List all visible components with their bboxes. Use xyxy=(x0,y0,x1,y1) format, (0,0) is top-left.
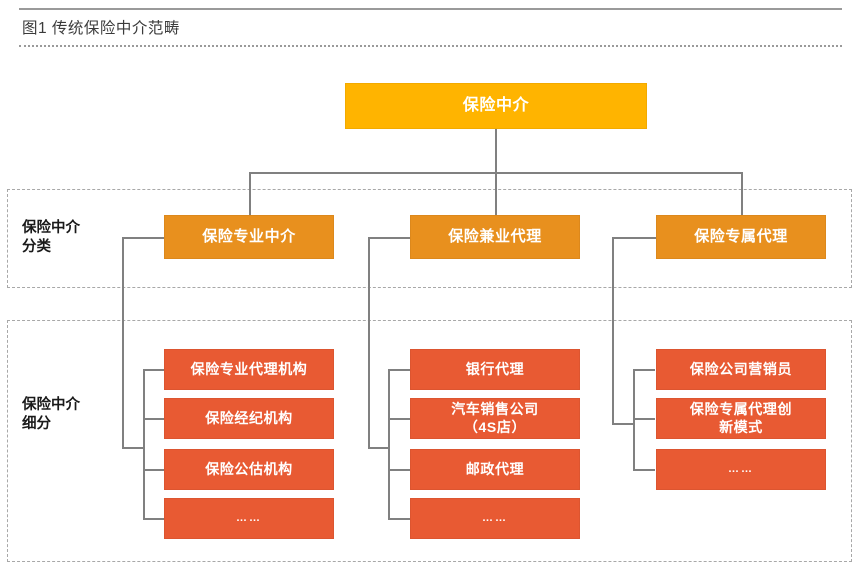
leaf-b2-3[interactable]: 邮政代理 xyxy=(410,449,580,490)
title-rule-dotted xyxy=(19,45,842,47)
leaf-b3-2[interactable]: 保险专属代理创 新模式 xyxy=(656,398,826,439)
title-rule-top xyxy=(19,8,842,10)
band-label-classification: 保险中介 分类 xyxy=(22,220,80,255)
connector-b2-trunk xyxy=(368,237,370,448)
connector-drop-branch-3 xyxy=(741,172,743,215)
connector-b2-exit xyxy=(368,237,410,239)
connector-b3-trunk-join xyxy=(612,423,634,425)
leaf-b1-3[interactable]: 保险公估机构 xyxy=(164,449,334,490)
band-label-subdivision: 保险中介 细分 xyxy=(22,397,80,432)
leaf-b2-2[interactable]: 汽车销售公司 （4S店） xyxy=(410,398,580,439)
node-branch-3[interactable]: 保险专属代理 xyxy=(656,215,826,259)
connector-b2-stub-3 xyxy=(388,469,410,471)
figure-title: 图1 传统保险中介范畴 xyxy=(22,20,180,37)
node-root[interactable]: 保险中介 xyxy=(345,83,647,129)
connector-b1-trunk xyxy=(122,237,124,448)
connector-b3-stub-1 xyxy=(633,369,655,371)
connector-b3-trunk xyxy=(612,237,614,424)
connector-drop-branch-2 xyxy=(495,172,497,215)
connector-b1-stub-4 xyxy=(143,518,165,520)
connector-b1-trunk-join xyxy=(122,447,144,449)
connector-b1-exit xyxy=(122,237,164,239)
leaf-b3-3-ellipsis[interactable]: …… xyxy=(656,449,826,490)
leaf-b2-4-ellipsis[interactable]: …… xyxy=(410,498,580,539)
leaf-b1-2[interactable]: 保险经纪机构 xyxy=(164,398,334,439)
connector-b3-exit xyxy=(612,237,656,239)
connector-b2-stub-1 xyxy=(388,369,410,371)
leaf-b3-1[interactable]: 保险公司营销员 xyxy=(656,349,826,390)
node-branch-2[interactable]: 保险兼业代理 xyxy=(410,215,580,259)
band-classification xyxy=(7,189,852,288)
leaf-b1-4-ellipsis[interactable]: …… xyxy=(164,498,334,539)
connector-b3-stub-2 xyxy=(633,418,655,420)
connector-b1-spine xyxy=(143,369,145,518)
connector-b2-trunk-join xyxy=(368,447,390,449)
connector-b1-stub-3 xyxy=(143,469,165,471)
connector-b2-stub-4 xyxy=(388,518,410,520)
connector-b2-spine xyxy=(388,369,390,518)
connector-root-stem xyxy=(495,129,497,172)
connector-drop-branch-1 xyxy=(249,172,251,215)
connector-b3-stub-3 xyxy=(633,469,655,471)
node-branch-1[interactable]: 保险专业中介 xyxy=(164,215,334,259)
connector-b1-stub-1 xyxy=(143,369,165,371)
connector-b2-stub-2 xyxy=(388,418,410,420)
band-subdivision xyxy=(7,320,852,562)
leaf-b2-1[interactable]: 银行代理 xyxy=(410,349,580,390)
leaf-b1-1[interactable]: 保险专业代理机构 xyxy=(164,349,334,390)
connector-b1-stub-2 xyxy=(143,418,165,420)
